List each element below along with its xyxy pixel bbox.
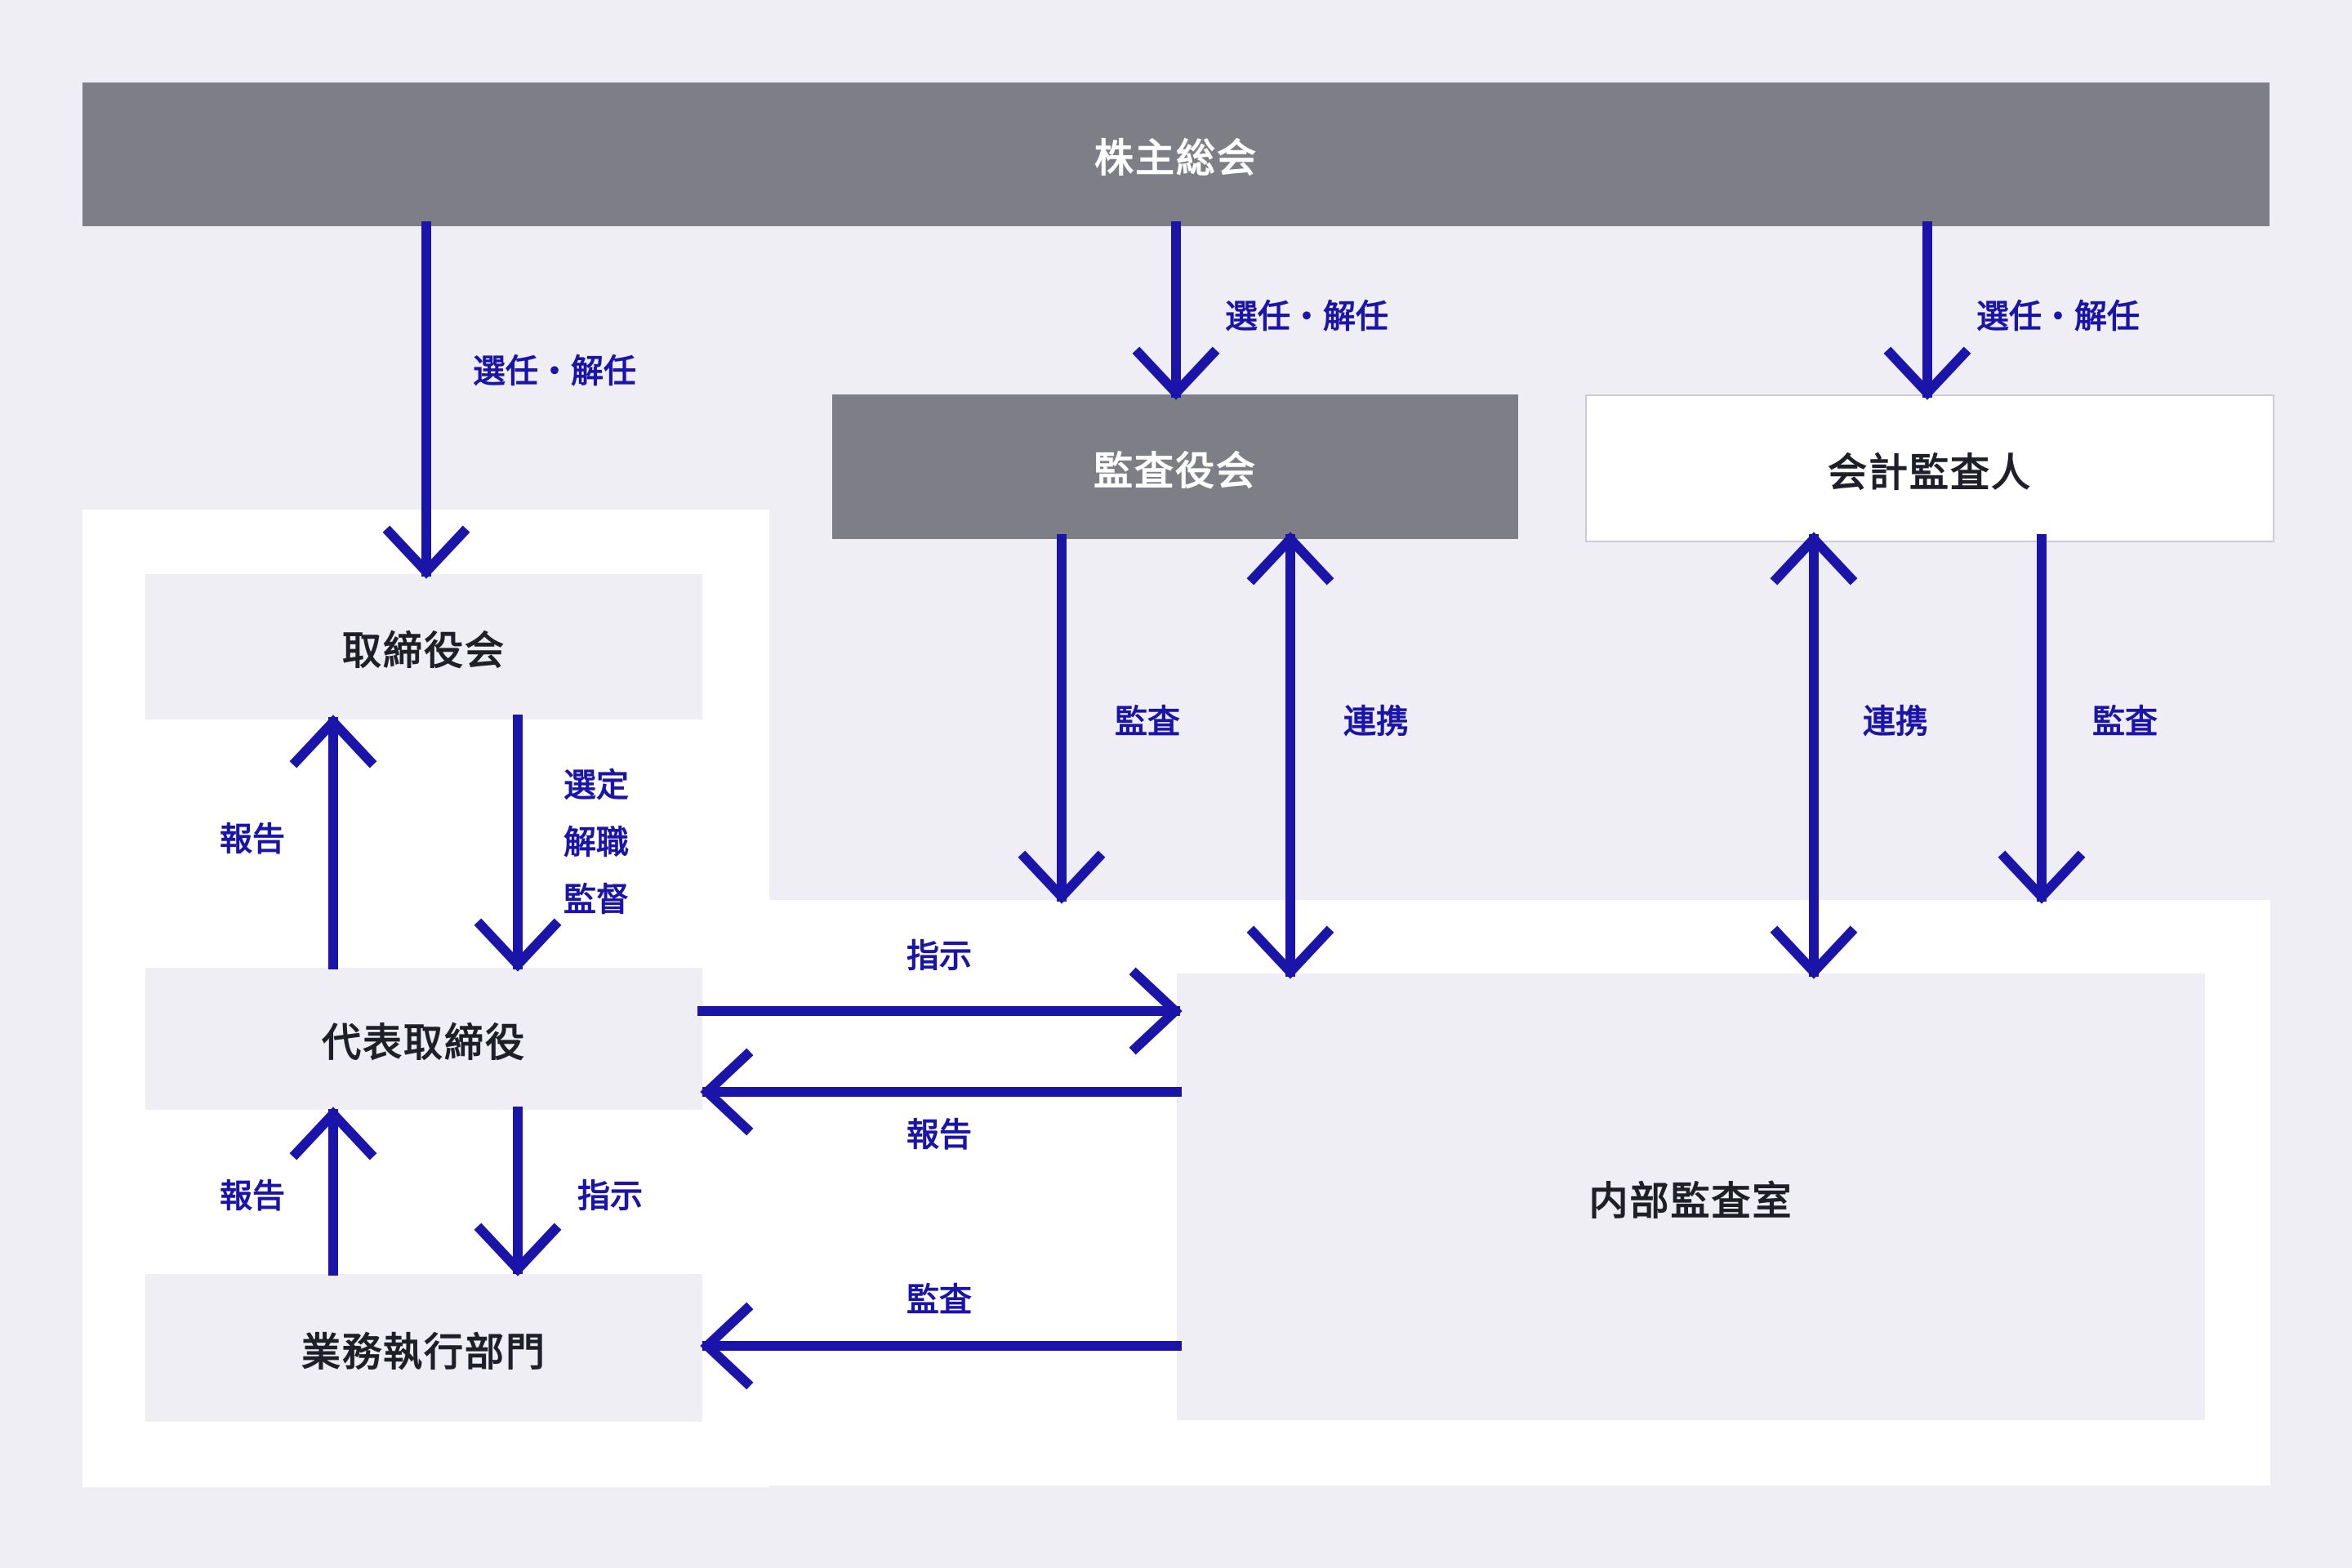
label-cooperation-right: 連携 xyxy=(1863,704,1928,740)
label-supervise-line: 監督 xyxy=(564,882,629,918)
node-shareholders-meeting-label: 株主総会 xyxy=(1094,137,1258,180)
label-appoint-dismiss-right: 選任・解任 xyxy=(1976,299,2140,335)
node-internal-audit-office: 内部監査室 xyxy=(1177,973,2205,1420)
node-accounting-auditor-label: 会計監査人 xyxy=(1827,451,2032,495)
label-report-to-board: 報告 xyxy=(220,822,285,858)
node-board-of-directors-label: 取締役会 xyxy=(341,630,506,673)
arrow-select-dismiss-supervise-down xyxy=(474,715,562,972)
node-executive-departments: 業務執行部門 xyxy=(145,1274,702,1422)
label-select-dismiss-supervise: 選定 解職 監督 xyxy=(564,757,629,929)
arrow-appoint-dismiss-middle xyxy=(1132,221,1220,400)
arrow-appoint-dismiss-left xyxy=(382,221,470,579)
node-internal-audit-office-label: 内部監査室 xyxy=(1588,1179,1793,1223)
node-shareholders-meeting: 株主総会 xyxy=(82,82,2270,226)
node-board-of-directors: 取締役会 xyxy=(145,574,702,719)
arrow-instruct-internal-audit-right xyxy=(697,967,1183,1055)
label-appoint-dismiss-middle: 選任・解任 xyxy=(1225,299,1388,335)
node-audit-and-supervisory-board-label: 監査役会 xyxy=(1093,449,1257,493)
arrow-report-to-representative-up xyxy=(289,1107,377,1276)
arrow-audit-right-down xyxy=(1998,534,2086,904)
arrow-audit-executive-left xyxy=(700,1302,1182,1390)
label-report-from-internal-audit: 報告 xyxy=(906,1117,972,1153)
label-appoint-dismiss-left: 選任・解任 xyxy=(473,354,636,390)
label-audit-left: 監査 xyxy=(1115,704,1180,740)
arrow-appoint-dismiss-right xyxy=(1883,221,1971,400)
arrow-audit-left-down xyxy=(1018,534,1106,904)
label-select-line: 選定 xyxy=(564,768,629,804)
node-accounting-auditor: 会計監査人 xyxy=(1585,394,2274,542)
label-instruct-internal-audit: 指示 xyxy=(906,938,972,974)
label-audit-executive: 監査 xyxy=(906,1282,972,1318)
node-representative-director-label: 代表取締役 xyxy=(321,1022,526,1065)
label-report-to-representative: 報告 xyxy=(220,1178,285,1214)
arrow-report-from-internal-audit-left xyxy=(700,1048,1182,1136)
label-dismiss-line: 解職 xyxy=(564,825,629,861)
label-cooperation-left: 連携 xyxy=(1343,704,1409,740)
node-representative-director: 代表取締役 xyxy=(145,968,702,1110)
arrow-cooperation-left-double xyxy=(1246,532,1334,979)
label-instruct-executive: 指示 xyxy=(577,1178,643,1214)
arrow-instruct-executive-down xyxy=(474,1107,562,1276)
node-audit-and-supervisory-board: 監査役会 xyxy=(832,394,1518,539)
label-audit-right: 監査 xyxy=(2092,704,2158,740)
node-executive-departments-label: 業務執行部門 xyxy=(301,1330,546,1374)
arrow-cooperation-right-double xyxy=(1770,532,1858,979)
arrow-report-to-board-up xyxy=(289,715,377,969)
